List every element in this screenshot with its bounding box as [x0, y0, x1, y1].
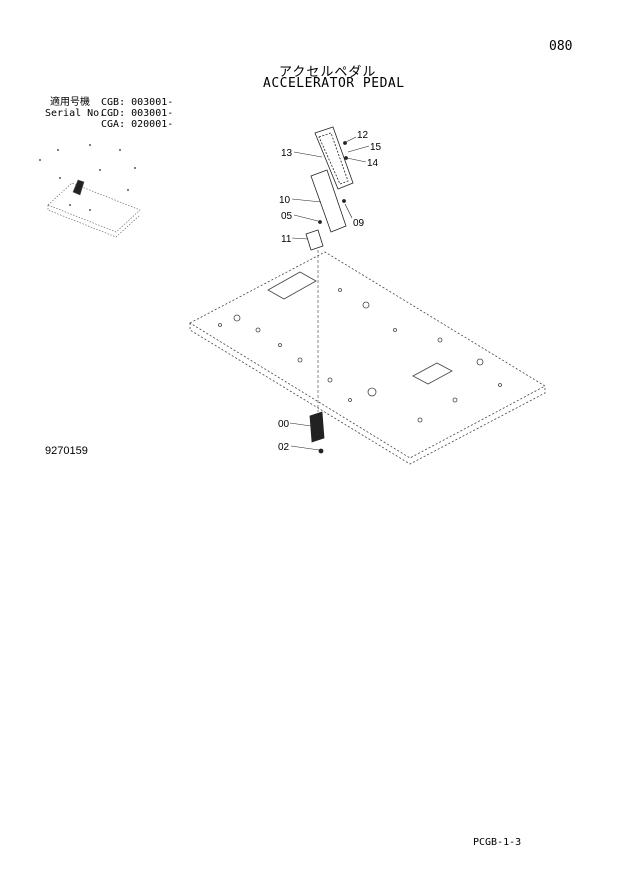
serial-label-en: Serial No.: [45, 108, 106, 119]
page-number: 080: [549, 39, 573, 54]
callout-13: 13: [281, 148, 293, 159]
title-japanese: アクセルペダル: [279, 65, 377, 80]
serial-model: CGA: 020001-: [101, 119, 174, 130]
floor-plate: [189, 251, 546, 465]
title-english: ACCELERATOR PEDAL: [263, 76, 405, 91]
leader-lines: [289, 136, 370, 451]
callout-02: 02: [278, 442, 290, 453]
serial-model: CGB: 003001-: [101, 97, 174, 108]
serial-model: CGD: 003001-: [101, 108, 174, 119]
pedal-assembly: [305, 126, 354, 454]
diagram-id: 9270159: [45, 445, 88, 457]
part-callouts: 13 12 15 14 10 05 09 11 00 02: [278, 130, 382, 453]
footer-code: PCGB-1-3: [473, 837, 522, 848]
callout-11: 11: [281, 234, 292, 245]
callout-09: 09: [353, 218, 365, 229]
callout-00: 00: [278, 419, 290, 430]
callout-14: 14: [367, 158, 379, 169]
callout-15: 15: [370, 142, 382, 153]
serial-label-jp: 適用号機: [50, 97, 90, 108]
callout-12: 12: [357, 130, 369, 141]
machine-overview-thumbnail: [38, 144, 141, 238]
callout-10: 10: [279, 195, 291, 206]
callout-05: 05: [281, 211, 293, 222]
